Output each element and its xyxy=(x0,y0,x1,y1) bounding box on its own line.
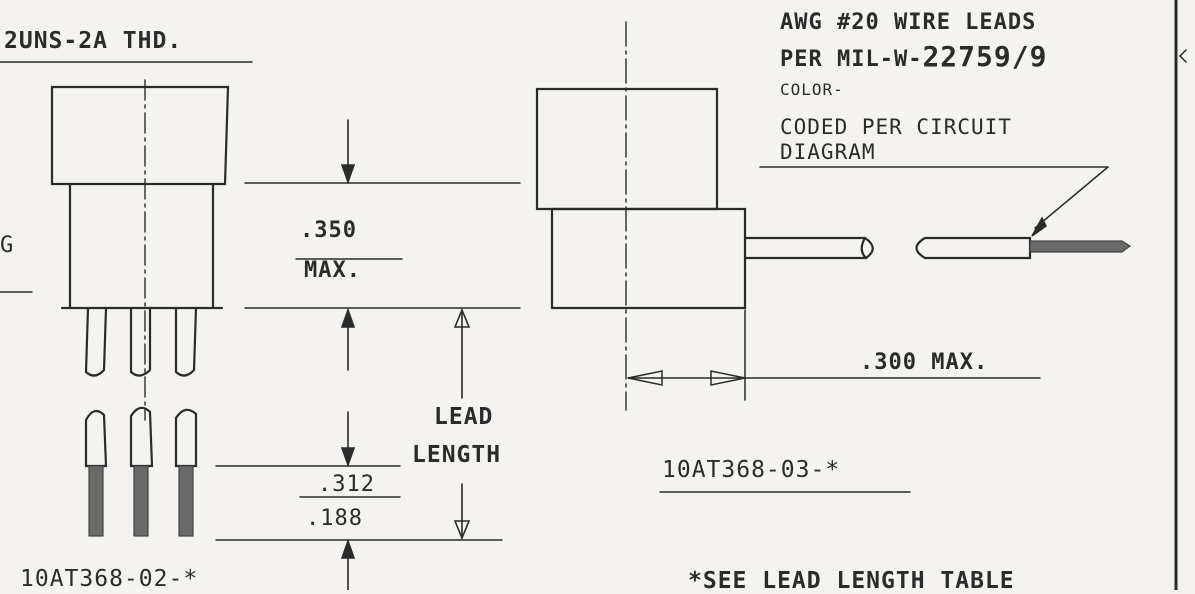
dim-312-arrows xyxy=(340,411,356,590)
border-arrow xyxy=(1178,49,1187,63)
thread-spec-label: 2UNS-2A THD. xyxy=(4,28,183,54)
partial-label: G xyxy=(0,233,15,258)
right-component-body xyxy=(535,87,747,310)
left-component-body xyxy=(50,85,230,310)
lead-length-table-note: *SEE LEAD LENGTH TABLE xyxy=(688,568,1015,594)
wire-spec-line1: AWG #20 WIRE LEADS xyxy=(780,10,1037,35)
dim-188-value: .188 xyxy=(306,506,363,531)
lead-length-arrows xyxy=(453,307,471,541)
part-number-03: 10AT368-03-* xyxy=(662,457,841,483)
left-upper-leads xyxy=(84,306,198,377)
right-wire-conductor xyxy=(1029,240,1132,253)
dim-350-arrows xyxy=(340,119,356,371)
wire-spec-color: COLOR- xyxy=(780,80,844,99)
dim-300 xyxy=(627,309,1041,401)
extension-lines xyxy=(215,182,521,541)
wire-spec-diagram: DIAGRAM xyxy=(780,140,876,164)
length-label: LENGTH xyxy=(412,442,502,468)
left-lead-wires xyxy=(88,465,194,537)
wire-spec-line2: PER MIL-W-22759/9 xyxy=(780,40,1047,73)
wire-leader xyxy=(759,166,1109,237)
left-lower-leads xyxy=(84,406,198,468)
mil-spec-number: 22759/9 xyxy=(922,40,1048,73)
dim-350-max: MAX. xyxy=(304,258,361,283)
dim-312-value: .312 xyxy=(318,472,375,497)
wire-spec-coded: CODED PER CIRCUIT xyxy=(780,115,1012,139)
right-wire-lead xyxy=(743,236,1032,260)
lead-label: LEAD xyxy=(434,404,494,430)
part-number-02: 10AT368-02-* xyxy=(20,566,199,592)
dim-300-label: .300 MAX. xyxy=(860,350,989,375)
mil-spec-prefix: PER MIL-W- xyxy=(780,47,923,72)
dim-350-value: .350 xyxy=(300,218,357,243)
